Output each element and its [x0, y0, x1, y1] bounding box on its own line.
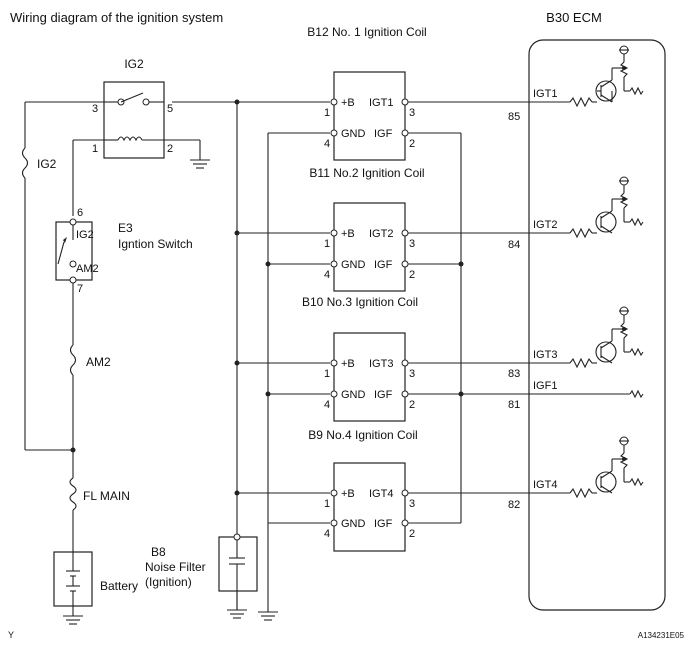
coil-3-pin2: 2	[409, 399, 415, 411]
coil-3-pin4: 4	[324, 399, 330, 411]
ecm-igt4-label: IGT4	[533, 479, 557, 491]
coil-1-plusb: +B	[341, 97, 355, 109]
coil-2-gnd: GND	[341, 259, 366, 271]
ecm-label: B30 ECM	[546, 10, 602, 25]
ecm-driver-4	[529, 436, 644, 499]
doc-code: A134231E05	[638, 631, 685, 640]
coil-1: B12 No. 1 Ignition Coil +B IGT1 GND IGF …	[307, 25, 427, 161]
fuse-am2-label: AM2	[86, 355, 111, 369]
coil-1-gnd: GND	[341, 128, 366, 140]
coil-1-box	[333, 71, 406, 161]
battery-label: Battery	[100, 579, 138, 593]
switch-code: E3	[118, 221, 133, 235]
coil-4-pin4: 4	[324, 528, 330, 540]
coil-3-gnd: GND	[341, 389, 366, 401]
coil-3-igf: IGF	[374, 389, 393, 401]
noise-filter: B8 Noise Filter (Ignition)	[145, 533, 258, 619]
coil-2-pin1: 1	[324, 238, 330, 250]
ecm-pin-82: 82	[508, 499, 520, 511]
ignition-switch: IG2 AM2 6 7 E3 Igntion Switch	[55, 207, 193, 295]
coil-3-pin1: 1	[324, 368, 330, 380]
ecm-pin-83: 83	[508, 368, 520, 380]
noise-filter-code: B8	[151, 545, 166, 559]
coil-2-igf: IGF	[374, 259, 393, 271]
coil-1-pin2: 2	[409, 138, 415, 150]
ig2-relay-label: IG2	[124, 57, 144, 71]
ecm-pin-84: 84	[508, 239, 520, 251]
ig2-pin2: 2	[167, 143, 173, 155]
ecm-igf-input	[529, 389, 644, 399]
coil-3: B10 No.3 Ignition Coil +B IGT3 GND IGF 1…	[302, 295, 418, 422]
ecm-pin-81: 81	[508, 399, 520, 411]
ecm-pin-85: 85	[508, 111, 520, 123]
coil-2-igt: IGT2	[369, 228, 393, 240]
ecm-driver-3	[529, 306, 644, 369]
coil-3-label: B10 No.3 Ignition Coil	[302, 295, 418, 309]
ig2-pin3: 3	[92, 103, 98, 115]
coil-2-pin2: 2	[409, 269, 415, 281]
switch-ig2-contact: IG2	[76, 229, 94, 241]
battery: Battery	[53, 551, 138, 625]
ecm-driver-1	[529, 45, 644, 108]
corner-mark: Y	[8, 630, 14, 640]
noise-filter-sub: (Ignition)	[145, 575, 192, 589]
coil-1-pin1: 1	[324, 107, 330, 119]
fuse-fl-main-label: FL MAIN	[83, 489, 130, 503]
coil-2-pin4: 4	[324, 269, 330, 281]
coil-2-pin3: 3	[409, 238, 415, 250]
switch-name: Igntion Switch	[118, 237, 193, 251]
power-bus	[25, 99, 330, 610]
ig2-pin1: 1	[92, 143, 98, 155]
diagram-title: Wiring diagram of the ignition system	[10, 10, 223, 25]
fuse-ig2-label: IG2	[37, 157, 57, 171]
coil-3-igt: IGT3	[369, 358, 393, 370]
coil-4-label: B9 No.4 Ignition Coil	[308, 428, 417, 442]
coil-1-igt: IGT1	[369, 97, 393, 109]
coil-2-label: B11 No.2 Ignition Coil	[309, 166, 424, 180]
switch-pin6: 6	[77, 207, 83, 219]
coil-1-pin3: 3	[409, 107, 415, 119]
coil-4-gnd: GND	[341, 518, 366, 530]
coil-1-igf: IGF	[374, 128, 393, 140]
ig2-relay-box	[103, 81, 165, 159]
coil-4-box	[333, 462, 406, 552]
coil-4-pin1: 1	[324, 498, 330, 510]
coil-3-pin3: 3	[409, 368, 415, 380]
ground-bus-earth	[258, 611, 278, 621]
ecm-igt1-label: IGT1	[533, 88, 557, 100]
switch-pin7: 7	[77, 283, 83, 295]
ecm-box	[528, 39, 666, 611]
coil-4-pin2: 2	[409, 528, 415, 540]
igt-lines	[405, 101, 529, 494]
coil-2-plusb: +B	[341, 228, 355, 240]
ecm-igt2-label: IGT2	[533, 219, 557, 231]
ecm-igt3-label: IGT3	[533, 349, 557, 361]
ecm-pins: IGT1 85 IGT2 84 IGT3 83 IGF1 81 IGT4 82	[508, 88, 557, 511]
ground-bus	[265, 132, 330, 612]
coil-1-label: B12 No. 1 Ignition Coil	[307, 25, 426, 39]
coil-4-igf: IGF	[374, 518, 393, 530]
ecm-igf1-label: IGF1	[533, 380, 557, 392]
coil-2-box	[333, 202, 406, 292]
switch-am2-contact: AM2	[76, 263, 99, 275]
coil-3-plusb: +B	[341, 358, 355, 370]
coil-4-plusb: +B	[341, 488, 355, 500]
coil-4: B9 No.4 Ignition Coil +B IGT4 GND IGF 1 …	[308, 428, 418, 552]
coil-4-pin3: 3	[409, 498, 415, 510]
coil-3-box	[333, 332, 406, 422]
left-rail: IG2 AM2 FL MAIN	[21, 102, 130, 552]
ecm-driver-2	[529, 176, 644, 239]
ig2-relay: IG2 3 5 1 2	[73, 57, 210, 169]
noise-filter-name: Noise Filter	[145, 560, 206, 574]
coil-2: B11 No.2 Ignition Coil +B IGT2 GND IGF 1…	[309, 166, 425, 292]
coil-1-pin4: 4	[324, 138, 330, 150]
igf-bus	[405, 132, 529, 524]
ig2-pin5: 5	[167, 103, 173, 115]
coil-4-igt: IGT4	[369, 488, 393, 500]
